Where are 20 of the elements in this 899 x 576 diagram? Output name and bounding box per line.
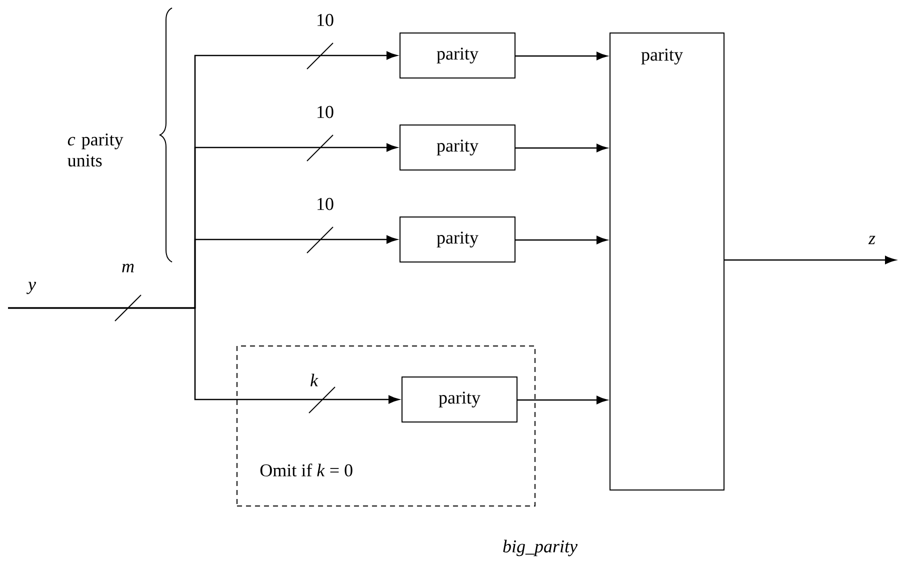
arrow: [516, 52, 608, 60]
parity-box: parity: [610, 32, 724, 490]
arrow: [724, 256, 896, 264]
parity-box: parity: [400, 124, 516, 170]
parity-box: parity: [402, 376, 518, 422]
signal-label: m: [122, 264, 134, 272]
edge-label: z: [868, 234, 876, 246]
edge-label: 10: [315, 104, 335, 120]
brace-label: c parity units: [68, 133, 124, 167]
edge-label: 10: [315, 12, 335, 28]
arrow: [8, 307, 400, 404]
arrow: [518, 396, 608, 404]
edge-label: k: [309, 372, 319, 388]
parity-box: parity: [400, 32, 516, 78]
arrow: [516, 144, 608, 152]
edge-label: 10: [315, 196, 335, 212]
signal-label: y: [26, 282, 36, 294]
arrow: [516, 236, 608, 244]
parity-box: parity: [400, 216, 516, 262]
caption: big_parity: [503, 540, 578, 556]
